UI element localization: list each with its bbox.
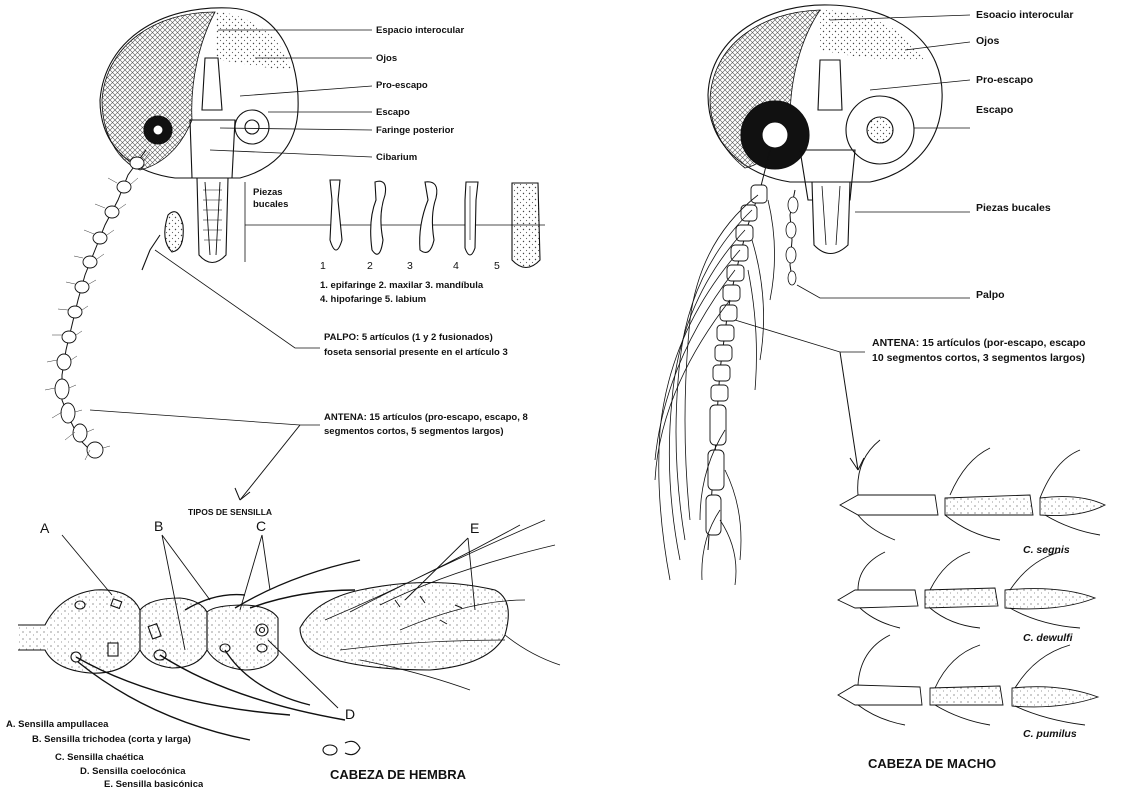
species-label-pumilus: C. pumilus <box>1023 728 1077 741</box>
female-caption: CABEZA DE HEMBRA <box>330 768 466 781</box>
sensilla-legend-a: A. Sensilla ampullacea <box>6 718 108 731</box>
label-female-scape: Escapo <box>376 106 410 119</box>
mouthpart-number-1: 1 <box>320 260 326 273</box>
label-female-proscape: Pro-escapo <box>376 79 428 92</box>
mouthpart-number-5: 5 <box>494 260 500 273</box>
sensilla-letter-c: C <box>256 520 266 533</box>
sensilla-legend-e: E. Sensilla basicónica <box>104 778 203 787</box>
mouthpart-number-4: 4 <box>453 260 459 273</box>
label-female-interocular: Espacio interocular <box>376 24 464 37</box>
label-male-proscape: Pro-escapo <box>976 74 1033 87</box>
female-antenna-line-1: ANTENA: 15 artículos (pro-escapo, escapo… <box>324 411 528 424</box>
mouthpart-number-3: 3 <box>407 260 413 273</box>
label-male-palp: Palpo <box>976 289 1005 302</box>
species-label-segnis: C. segnis <box>1023 544 1070 557</box>
sensilla-legend-b: B. Sensilla trichodea (corta y larga) <box>32 733 191 746</box>
female-antenna-line-2: segmentos cortos, 5 segmentos largos) <box>324 425 504 438</box>
sensilla-legend-d: D. Sensilla coelocónica <box>80 765 186 778</box>
label-male-scape: Escapo <box>976 104 1013 117</box>
species-label-dewulfi: C. dewulfi <box>1023 632 1073 645</box>
mouthpart-legend-line-2: 4. hipofaringe 5. labium <box>320 293 426 306</box>
male-antenna-line-2: 10 segmentos cortos, 3 segmentos largos) <box>872 352 1085 365</box>
label-female-mouthparts: Piezas bucales <box>253 187 297 211</box>
label-female-posterior-pharynx: Faringe posterior <box>376 124 454 137</box>
label-male-interocular: Esoacio interocular <box>976 9 1073 22</box>
male-caption: CABEZA DE MACHO <box>868 757 996 770</box>
female-palp-line-2: foseta sensorial presente en el artículo… <box>324 346 508 359</box>
sensilla-letter-b: B <box>154 520 163 533</box>
female-palp-line-1: PALPO: 5 artículos (1 y 2 fusionados) <box>324 331 493 344</box>
label-female-eyes: Ojos <box>376 52 397 65</box>
sensilla-legend-c: C. Sensilla chaética <box>55 751 144 764</box>
mouthpart-legend-line-1: 1. epifaringe 2. maxilar 3. mandíbula <box>320 279 483 292</box>
sensilla-letter-d: D <box>345 708 355 721</box>
sensilla-letter-a: A <box>40 522 49 535</box>
label-male-mouthparts: Piezas bucales <box>976 202 1051 215</box>
label-male-eyes: Ojos <box>976 35 999 48</box>
sensilla-letter-e: E <box>470 522 479 535</box>
mouthpart-number-2: 2 <box>367 260 373 273</box>
label-female-cibarium: Cibarium <box>376 151 417 164</box>
male-antenna-line-1: ANTENA: 15 artículos (por-escapo, escapo <box>872 337 1086 350</box>
